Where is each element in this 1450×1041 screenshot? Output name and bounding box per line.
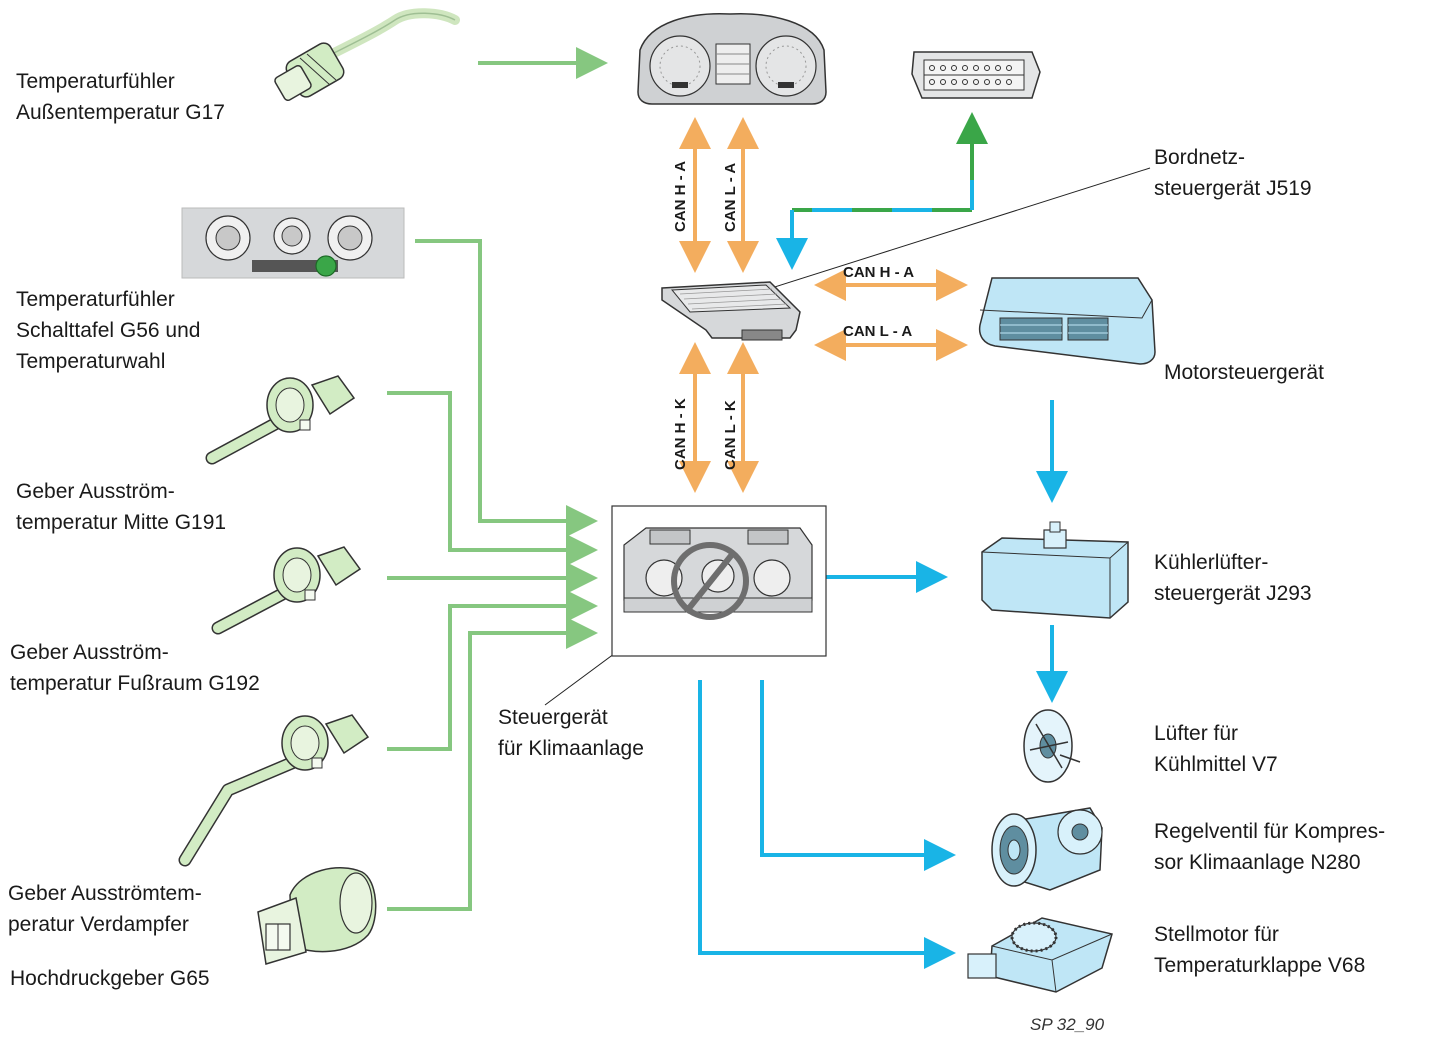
verdampfer-to-klima-line	[387, 590, 598, 751]
label-motor-line-1: Motorsteuergerät	[1164, 361, 1324, 384]
label-klima-line-2: für Klimaanlage	[498, 737, 644, 760]
output-lines	[698, 400, 1068, 969]
label-v68-line-1: Stellmotor für	[1154, 923, 1279, 946]
label-g17-line-2: Außentemperatur G17	[16, 101, 225, 124]
label-g191-line-2: temperatur Mitte G191	[16, 511, 227, 534]
label-n280-line-2: sor Klimaanlage N280	[1154, 851, 1361, 874]
label-klima-line-1: Steuergerät	[498, 706, 608, 729]
can-h-k-label: CAN H - K	[672, 398, 689, 470]
label-verdampfer-line-2: peratur Verdampfer	[8, 913, 189, 936]
engine-control-unit-icon	[978, 277, 1156, 365]
label-j519: Bordnetz- steuergerät J519	[1154, 142, 1312, 204]
label-g192-line-2: temperatur Fußraum G192	[10, 672, 260, 695]
label-verdampfer-line-1: Geber Ausströmtem-	[8, 882, 202, 905]
radiator-fan-control-unit-icon	[981, 521, 1129, 619]
input-lines	[387, 47, 608, 911]
onboard-control-unit-icon	[661, 281, 801, 341]
coolant-fan-icon	[1023, 709, 1081, 783]
temperature-flap-motor-icon	[967, 917, 1113, 993]
label-motor: Motorsteuergerät	[1164, 357, 1324, 388]
label-g192-line-1: Geber Ausström-	[10, 641, 169, 664]
label-klima: Steuergerät für Klimaanlage	[498, 702, 644, 764]
label-g65: Hochdruckgeber G65	[10, 963, 210, 994]
outside-temperature-sensor-icon	[274, 8, 460, 102]
label-n280: Regelventil für Kompres- sor Klimaanlage…	[1154, 816, 1385, 878]
temperature-sensor-g192-icon	[211, 546, 362, 635]
label-g56-line-2: Schalttafel G56 und	[16, 319, 201, 342]
can-h-a-horizontal-label: CAN H - A	[843, 264, 914, 281]
label-v68-line-2: Temperaturklappe V68	[1154, 954, 1366, 977]
label-j519-line-1: Bordnetz-	[1154, 146, 1246, 169]
label-g56: Temperaturfühler Schalttafel G56 und Tem…	[16, 284, 200, 377]
figure-id: SP 32_90	[1030, 1015, 1105, 1034]
evaporator-temperature-sensor-icon	[178, 714, 370, 867]
label-g191: Geber Ausström- temperatur Mitte G191	[16, 476, 226, 538]
instrument-cluster-icon	[637, 13, 827, 105]
high-pressure-sender-icon	[257, 867, 377, 965]
label-g17: Temperaturfühler Außentemperatur G17	[16, 66, 225, 128]
g65-to-klima-line	[387, 617, 598, 911]
label-n280-line-1: Regelventil für Kompres-	[1154, 820, 1386, 843]
can-h-a-vertical-label: CAN H - A	[672, 161, 689, 232]
label-verdampfer: Geber Ausströmtem- peratur Verdampfer	[8, 878, 202, 940]
label-j519-line-2: steuergerät J519	[1154, 177, 1312, 200]
label-j293-line-2: steuergerät J293	[1154, 582, 1312, 605]
can-lines	[679, 117, 968, 493]
label-v7: Lüfter für Kühlmittel V7	[1154, 718, 1278, 780]
label-g56-line-1: Temperaturfühler	[16, 288, 175, 311]
can-l-k-label: CAN L - K	[722, 400, 739, 470]
label-v7-line-1: Lüfter für	[1154, 722, 1239, 745]
klima-to-v68-line	[698, 680, 956, 969]
label-g17-line-1: Temperaturfühler	[16, 70, 175, 93]
dashboard-control-panel-icon	[181, 207, 405, 279]
label-g65-line-1: Hochdruckgeber G65	[10, 967, 210, 990]
temperature-sensor-g191-icon	[205, 375, 356, 465]
diagnosis-line	[776, 112, 988, 270]
label-g56-line-3: Temperaturwahl	[16, 350, 166, 373]
label-g191-line-1: Geber Ausström-	[16, 480, 175, 503]
label-v7-line-2: Kühlmittel V7	[1154, 753, 1278, 776]
compressor-regulating-valve-icon	[991, 807, 1103, 891]
klima-to-n280-line	[760, 680, 956, 871]
g191-to-klima-line	[387, 391, 598, 566]
label-g192: Geber Ausström- temperatur Fußraum G192	[10, 637, 260, 699]
can-l-a-horizontal-label: CAN L - A	[843, 323, 912, 340]
climate-control-unit-icon	[611, 505, 827, 657]
label-j293: Kühlerlüfter- steuergerät J293	[1154, 547, 1312, 609]
g56-to-klima-line	[415, 239, 598, 537]
label-v68: Stellmotor für Temperaturklappe V68	[1154, 919, 1365, 981]
diagnosis-connector-icon	[911, 51, 1041, 99]
can-l-a-vertical-label: CAN L - A	[722, 163, 739, 232]
label-j293-line-1: Kühlerlüfter-	[1154, 551, 1269, 574]
